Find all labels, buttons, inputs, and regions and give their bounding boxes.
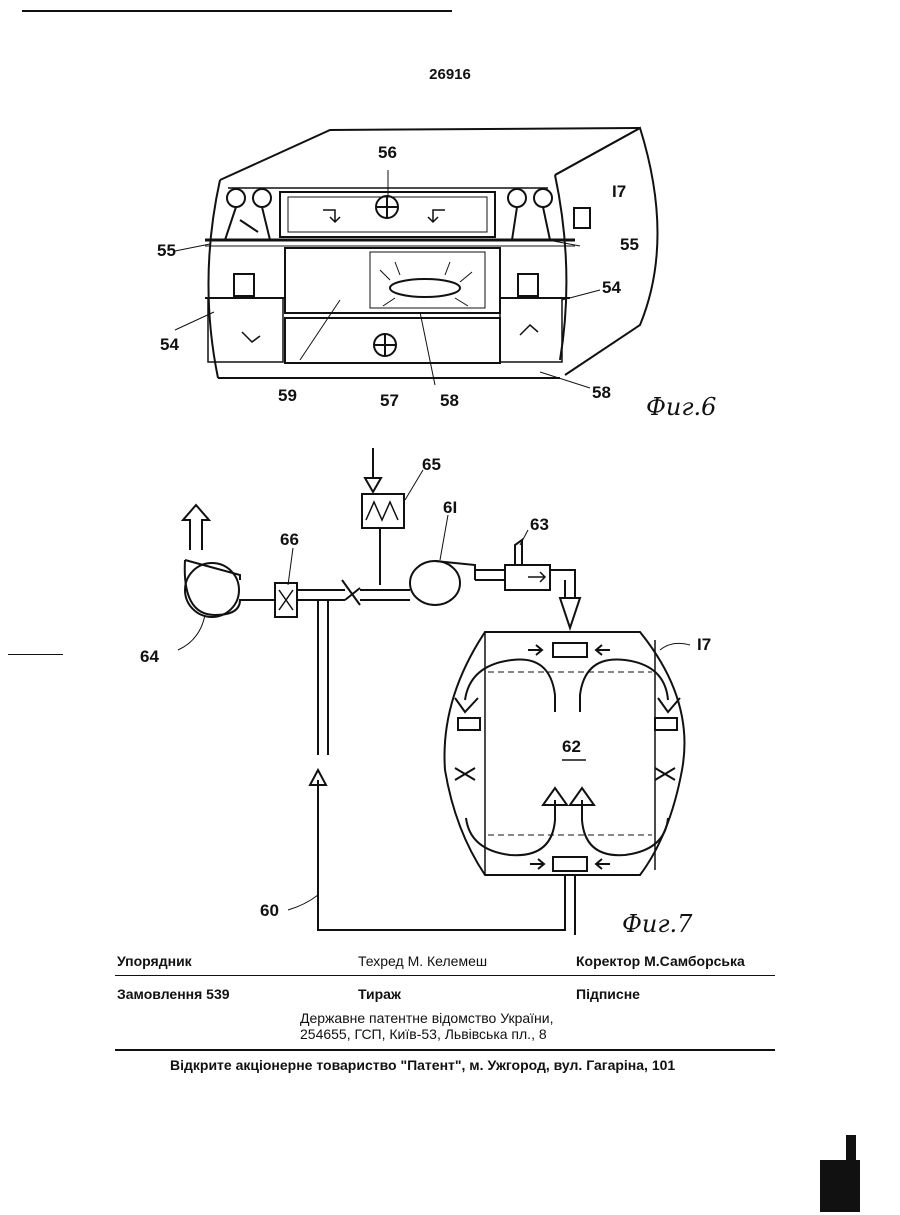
imprint-rule-bottom [115,1049,775,1051]
imprint-office-line1: Державне патентне відомство України, [300,1010,554,1026]
fig7-label-60: 60 [260,901,279,920]
imprint-rule-top [115,975,775,976]
imprint-corrector: Коректор М.Самборська [576,953,745,969]
figure-7-caption: Фиг.7 [622,910,693,938]
fig7-label-61: 6I [443,498,457,517]
imprint-compiler: Упорядник [117,953,192,969]
fig7-label-65: 65 [422,455,441,474]
fig7-label-66: 66 [280,530,299,549]
imprint-printer: Відкрите акціонерне товариство "Патент",… [170,1057,675,1073]
scan-mark-top [846,1135,856,1165]
imprint-office-line2: 254655, ГСП, Київ-53, Львівська пл., 8 [300,1026,547,1042]
imprint-techred: Техред М. Келемеш [358,953,487,969]
figure-7-diagram: 65 6I 63 66 64 I7 62 60 Фиг.7 [0,0,900,960]
fig7-label-17: I7 [697,635,711,654]
imprint-order: Замовлення 539 [117,986,230,1002]
scan-mark [820,1160,860,1212]
fig7-label-64: 64 [140,647,159,666]
filter-65-box [362,494,404,528]
imprint-subscription: Підписне [576,986,640,1002]
imprint-circulation: Тираж [358,986,401,1002]
fig7-label-62: 62 [562,737,581,756]
fig7-label-63: 63 [530,515,549,534]
